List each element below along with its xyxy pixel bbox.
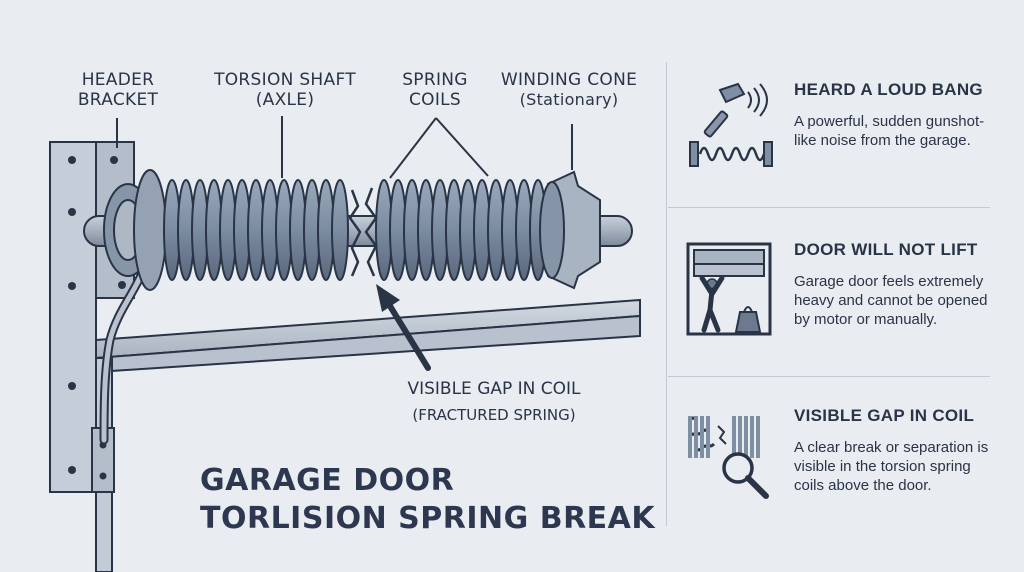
bolt-hole-icon — [68, 382, 76, 390]
gap-arrow-icon — [376, 284, 431, 371]
page-title: GARAGE DOOR TORLISION SPRING BREAK — [200, 462, 655, 538]
spring-coils-label: SPRING — [402, 70, 468, 90]
title-line-2: TORLISION SPRING BREAK — [200, 501, 656, 536]
bolt-hole-icon — [68, 208, 76, 216]
label-visible-gap: VISIBLE GAP IN COIL (FRACTURED SPRING) — [384, 376, 604, 428]
winding-cone-sublabel: (Stationary) — [519, 90, 619, 109]
label-header-bracket: HEADER BRACKET — [58, 70, 178, 110]
cable-drum — [103, 169, 167, 291]
symptom-loud-bang: HEARD A LOUD BANG A powerful, sudden gun… — [686, 80, 1006, 210]
label-torsion-shaft: TORSION SHAFT (AXLE) — [205, 70, 365, 110]
symptom-description: Garage door feels extremely heavy and ca… — [794, 273, 988, 328]
torsion-shaft-sublabel: (AXLE) — [255, 90, 315, 110]
spring-coils-right — [375, 179, 547, 281]
section-divider — [668, 376, 990, 377]
symptom-visible-gap: VISIBLE GAP IN COIL A clear break or sep… — [686, 406, 1006, 536]
symptom-description: A clear break or separation is visible i… — [794, 439, 989, 494]
hammer-spring-icon — [686, 80, 786, 180]
spring-coils-sublabel: COILS — [408, 90, 462, 110]
symptom-description: A powerful, sudden gunshot-like noise fr… — [794, 113, 985, 149]
label-winding-cone: WINDING CONE (Stationary) — [494, 70, 644, 110]
gap-label: VISIBLE GAP IN COIL — [407, 379, 581, 399]
bolt-hole-icon — [118, 281, 126, 289]
panel-divider — [666, 62, 667, 526]
heavy-door-icon — [686, 240, 786, 340]
spring-diagram — [49, 116, 641, 572]
header-bracket-label: HEADER BRACKET — [77, 70, 159, 110]
label-spring-coils: SPRING COILS — [385, 70, 485, 110]
fracture-gap — [348, 187, 378, 277]
leader-lines — [116, 116, 573, 179]
symptom-door-will-not-lift: DOOR WILL NOT LIFT Garage door feels ext… — [686, 240, 1006, 370]
spring-coils-left — [163, 179, 349, 281]
symptom-title: DOOR WILL NOT LIFT — [794, 240, 978, 259]
winding-cone-label: WINDING CONE — [500, 70, 638, 90]
title-line-1: GARAGE DOOR — [200, 463, 455, 498]
coil-ring — [331, 179, 349, 281]
section-divider — [668, 207, 990, 208]
bolt-hole-icon — [68, 466, 76, 474]
winding-cone — [539, 170, 601, 290]
symptom-title: VISIBLE GAP IN COIL — [794, 406, 975, 425]
bolt-hole-icon — [68, 282, 76, 290]
torsion-shaft-label: TORSION SHAFT — [214, 70, 356, 90]
bolt-hole-icon — [110, 156, 118, 164]
magnifier-spring-icon — [686, 406, 786, 506]
symptom-title: HEARD A LOUD BANG — [794, 80, 983, 99]
gap-sublabel: (FRACTURED SPRING) — [412, 406, 576, 424]
bolt-hole-icon — [68, 156, 76, 164]
